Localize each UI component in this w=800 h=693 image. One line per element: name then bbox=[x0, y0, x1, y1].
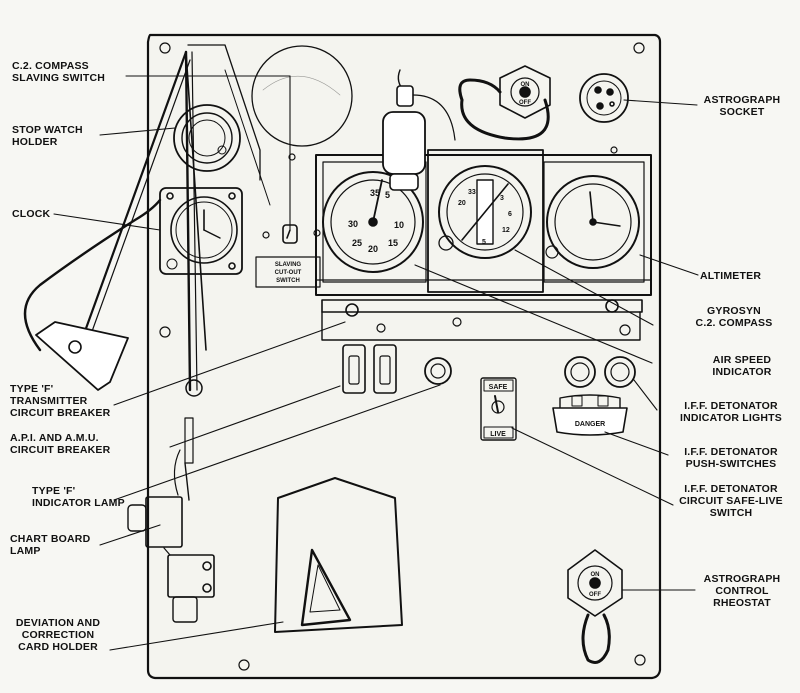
airspeed-number-30: 30 bbox=[348, 219, 358, 229]
label-stop-watch-holder: STOP WATCH HOLDER bbox=[12, 124, 83, 148]
air-speed-dial bbox=[322, 171, 424, 273]
astrograph-socket-drawing bbox=[579, 73, 629, 123]
stop-watch-holder bbox=[173, 104, 241, 172]
chart-board-lamp-arm bbox=[78, 50, 207, 501]
rheostat-off-marking: OFF bbox=[589, 592, 601, 598]
lamp-cable bbox=[23, 198, 162, 352]
label-astrograph-socket: ASTROGRAPH SOCKET bbox=[703, 94, 781, 118]
safe-live-switch-drawing bbox=[480, 377, 517, 441]
iff-push-switch-drawing bbox=[552, 394, 628, 436]
label-indicator-lamp: TYPE 'F' INDICATOR LAMP bbox=[32, 485, 125, 509]
safe-marking: SAFE bbox=[489, 384, 508, 391]
card-holder-drawing bbox=[274, 477, 403, 633]
label-astrograph-rheostat: ASTROGRAPH CONTROL RHEOSTAT bbox=[703, 573, 781, 609]
airspeed-number-20: 20 bbox=[368, 244, 378, 254]
label-compass-slaving-switch: C.2. COMPASS SLAVING SWITCH bbox=[12, 60, 106, 84]
compass-number-12: 12 bbox=[502, 227, 510, 234]
rheostat-drawing bbox=[567, 549, 623, 664]
label-transmitter-breaker: TYPE 'F' TRANSMITTER CIRCUIT BREAKER bbox=[10, 383, 111, 419]
compass-dial bbox=[438, 165, 532, 259]
label-iff-safe-live-switch: I.F.F. DETONATOR CIRCUIT SAFE-LIVE SWITC… bbox=[679, 483, 783, 519]
label-deviation-card-holder: DEVIATION AND CORRECTION CARD HOLDER bbox=[15, 617, 101, 653]
airspeed-number-10: 10 bbox=[394, 220, 404, 230]
compass-number-33: 33 bbox=[468, 189, 476, 196]
iff-indicator-light-drawings bbox=[564, 356, 636, 388]
circuit-breakers bbox=[342, 344, 397, 394]
vent-cutout bbox=[251, 45, 353, 147]
compass-number-3: 3 bbox=[500, 195, 504, 202]
instrument-housing bbox=[315, 149, 652, 296]
top-off-marking: OFF bbox=[519, 100, 531, 106]
slaving-plate-line-1: SLAVING bbox=[275, 262, 302, 268]
instrument-lamp bbox=[382, 69, 456, 191]
leader-lines bbox=[53, 75, 699, 651]
rheostat-on-marking: ON bbox=[591, 572, 600, 578]
compass-number-6: 6 bbox=[508, 211, 512, 218]
slaving-plate-line-3: SWITCH bbox=[276, 278, 300, 284]
label-chart-board-lamp: CHART BOARD LAMP bbox=[10, 533, 91, 557]
danger-marking: DANGER bbox=[575, 421, 605, 428]
navigator-panel bbox=[146, 33, 662, 680]
label-air-speed-indicator: AIR SPEED INDICATOR bbox=[712, 354, 772, 378]
live-marking: LIVE bbox=[490, 431, 506, 438]
airspeed-number-15: 15 bbox=[388, 238, 398, 248]
cone-lamp bbox=[35, 321, 129, 391]
top-on-off-switch bbox=[458, 65, 551, 141]
altimeter-dial bbox=[545, 175, 640, 269]
compass-number-5: 5 bbox=[482, 239, 486, 246]
airspeed-number-35: 35 bbox=[370, 188, 380, 198]
panel-screws bbox=[159, 42, 646, 671]
label-iff-indicator-lights: I.F.F. DETONATOR INDICATOR LIGHTS bbox=[680, 400, 782, 424]
airspeed-number-25: 25 bbox=[352, 238, 362, 248]
top-on-marking: ON bbox=[521, 82, 530, 88]
label-altimeter: ALTIMETER bbox=[700, 270, 762, 282]
panel-markings: SLAVING CUT-OUT SWITCH SAFE LIVE DANGER … bbox=[275, 82, 606, 598]
label-iff-push-switches: I.F.F. DETONATOR PUSH-SWITCHES bbox=[684, 446, 778, 470]
type-f-lamp-drawing bbox=[424, 357, 452, 385]
compass-number-20: 20 bbox=[458, 200, 466, 207]
airspeed-number-5: 5 bbox=[385, 190, 390, 200]
slaving-switch bbox=[255, 224, 321, 288]
label-gyrosyn-compass: GYROSYN C.2. COMPASS bbox=[695, 305, 773, 329]
label-clock: CLOCK bbox=[12, 208, 51, 220]
chart-board-lamp-body bbox=[127, 496, 215, 623]
slaving-plate-line-2: CUT-OUT bbox=[275, 270, 302, 276]
label-api-amu-breaker: A.P.I. AND A.M.U. CIRCUIT BREAKER bbox=[10, 432, 111, 456]
